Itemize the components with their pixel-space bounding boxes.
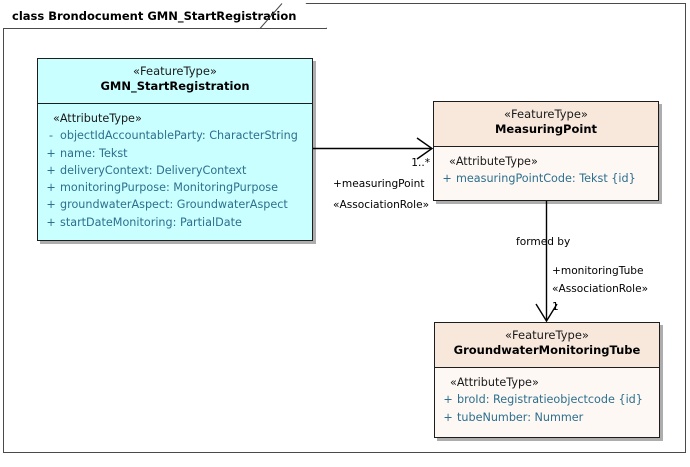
- class-header-measuring-point: «FeatureType» MeasuringPoint: [434, 102, 658, 147]
- attribute-row: + deliveryContext: DeliveryContext: [42, 162, 308, 179]
- class-stereotype: «FeatureType»: [133, 64, 217, 78]
- attribute-row: + name: Tekst: [42, 145, 308, 162]
- attribute-text: groundwaterAspect: GroundwaterAspect: [60, 198, 288, 212]
- attribute-text: startDateMonitoring: PartialDate: [60, 215, 242, 229]
- attribute-visibility: +: [46, 146, 56, 160]
- attribute-visibility: +: [443, 393, 453, 407]
- attribute-row: + startDateMonitoring: PartialDate: [42, 214, 308, 231]
- attribute-visibility: +: [46, 181, 56, 195]
- association-multiplicity-monitoringtube: 1: [552, 301, 559, 313]
- class-stereotype: «FeatureType»: [505, 328, 589, 342]
- class-box-gmn-start-registration[interactable]: «FeatureType» GMN_StartRegistration «Att…: [37, 58, 313, 241]
- class-header-gmn-start-registration: «FeatureType» GMN_StartRegistration: [38, 59, 312, 104]
- class-attributes-measuring-point: «AttributeType» + measuringPointCode: Te…: [434, 147, 658, 193]
- attribute-visibility: +: [46, 198, 56, 212]
- class-header-groundwater-monitoring-tube: «FeatureType» GroundwaterMonitoringTube: [435, 323, 659, 368]
- attribute-text: tubeNumber: Nummer: [457, 410, 584, 424]
- association-role-stereotype-measuringpoint: «AssociationRole»: [333, 199, 430, 211]
- association-name-monitoringtube: formed by: [516, 236, 571, 248]
- attribute-stereotype: «AttributeType»: [53, 112, 142, 125]
- attribute-row: + monitoringPurpose: MonitoringPurpose: [42, 179, 308, 196]
- association-role-measuringpoint: +measuringPoint: [333, 178, 425, 190]
- attribute-text: name: Tekst: [60, 146, 128, 160]
- diagram-title-text: class Brondocument GMN_StartRegistration: [12, 8, 297, 23]
- association-role-monitoringtube: +monitoringTube: [552, 265, 644, 277]
- class-name: GroundwaterMonitoringTube: [453, 343, 641, 358]
- attribute-stereotype: «AttributeType»: [450, 376, 539, 389]
- attribute-row: - objectIdAccountableParty: CharacterStr…: [42, 127, 308, 144]
- attribute-visibility: +: [442, 172, 452, 186]
- attribute-row: + groundwaterAspect: GroundwaterAspect: [42, 196, 308, 213]
- attribute-visibility: -: [48, 129, 54, 143]
- diagram-frame-title-tab: class Brondocument GMN_StartRegistration: [3, 3, 327, 29]
- class-box-measuring-point[interactable]: «FeatureType» MeasuringPoint «AttributeT…: [433, 101, 659, 201]
- class-attributes-groundwater-monitoring-tube: «AttributeType» + broId: Registratieobje…: [435, 368, 659, 431]
- attribute-visibility: +: [46, 215, 56, 229]
- attribute-stereotype: «AttributeType»: [449, 155, 538, 168]
- class-name: GMN_StartRegistration: [100, 79, 250, 94]
- attribute-row: + measuringPointCode: Tekst {id}: [438, 170, 654, 187]
- attribute-text: measuringPointCode: Tekst {id}: [456, 172, 636, 186]
- attribute-text: deliveryContext: DeliveryContext: [60, 163, 247, 177]
- class-stereotype: «FeatureType»: [504, 107, 588, 121]
- attribute-row: + broId: Registratieobjectcode {id}: [439, 391, 655, 408]
- attribute-visibility: +: [46, 163, 56, 177]
- class-name: MeasuringPoint: [494, 122, 598, 137]
- association-multiplicity-measuringpoint: 1..*: [411, 157, 430, 169]
- attribute-text: monitoringPurpose: MonitoringPurpose: [60, 181, 279, 195]
- attribute-visibility: +: [443, 410, 453, 424]
- class-attributes-gmn-start-registration: «AttributeType» - objectIdAccountablePar…: [38, 104, 312, 236]
- association-role-stereotype-monitoringtube: «AssociationRole»: [552, 283, 649, 295]
- attribute-row: + tubeNumber: Nummer: [439, 409, 655, 426]
- attribute-text: broId: Registratieobjectcode {id}: [457, 393, 643, 407]
- attribute-text: objectIdAccountableParty: CharacterStrin…: [60, 129, 298, 143]
- class-box-groundwater-monitoring-tube[interactable]: «FeatureType» GroundwaterMonitoringTube …: [434, 322, 660, 438]
